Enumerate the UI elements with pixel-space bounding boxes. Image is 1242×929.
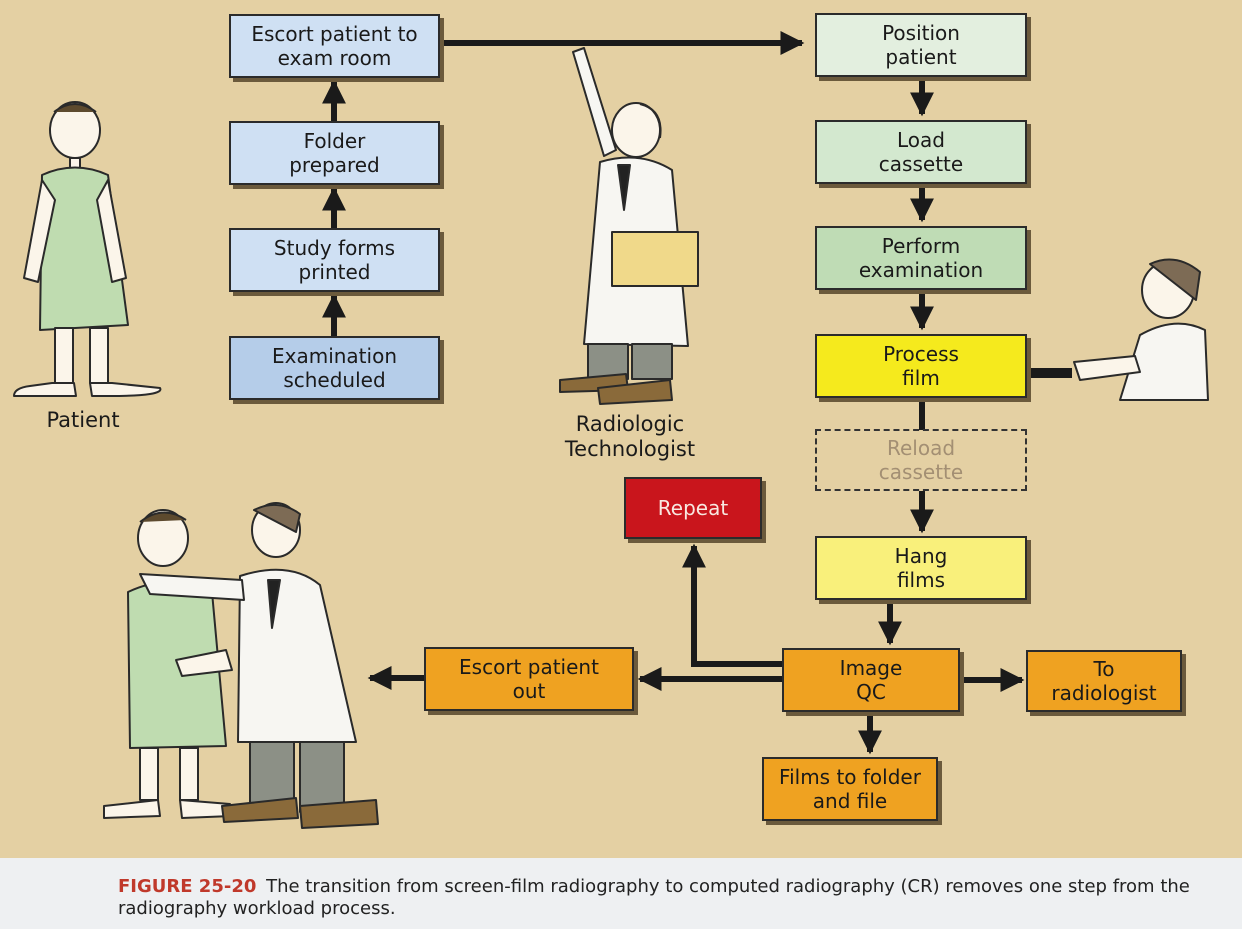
hang-films-box: Hang films	[815, 536, 1027, 600]
processor-technologist-illustration	[1073, 258, 1209, 401]
repeat-box: Repeat	[624, 477, 762, 539]
patient-illustration	[13, 101, 162, 397]
examination-scheduled-box: Examination scheduled	[229, 336, 440, 400]
caption-text: The transition from screen-film radiogra…	[118, 876, 1190, 919]
films-to-folder-box: Films to folder and file	[762, 757, 938, 821]
technologist-illustration	[559, 47, 699, 405]
connector-layer	[13, 31, 1209, 829]
escort-to-exam-room-box: Escort patient to exam room	[229, 14, 440, 78]
image-qc-box: Image QC	[782, 648, 960, 712]
diagram-canvas: Escort patient to exam room Folder prepa…	[13, 13, 1209, 829]
escort-patient-out-box: Escort patient out	[424, 647, 634, 711]
caption-band	[0, 858, 1242, 929]
perform-examination-box: Perform examination	[815, 226, 1027, 290]
process-film-box: Process film	[815, 334, 1027, 398]
patient-label: Patient	[46, 408, 120, 432]
position-patient-box: Position patient	[815, 13, 1027, 77]
reload-cassette-box: Reload cassette	[815, 429, 1027, 491]
technologist-label: Radiologic Technologist	[564, 412, 696, 461]
figure-number: FIGURE 25-20	[118, 876, 257, 897]
study-forms-printed-box: Study forms printed	[229, 228, 440, 292]
to-radiologist-box: To radiologist	[1026, 650, 1182, 712]
folder-prepared-box: Folder prepared	[229, 121, 440, 185]
escort-illustration	[103, 502, 379, 829]
figure-caption: FIGURE 25-20 The transition from screen-…	[118, 876, 1218, 920]
load-cassette-box: Load cassette	[815, 120, 1027, 184]
arrow-qc-to-repeat	[682, 543, 782, 667]
